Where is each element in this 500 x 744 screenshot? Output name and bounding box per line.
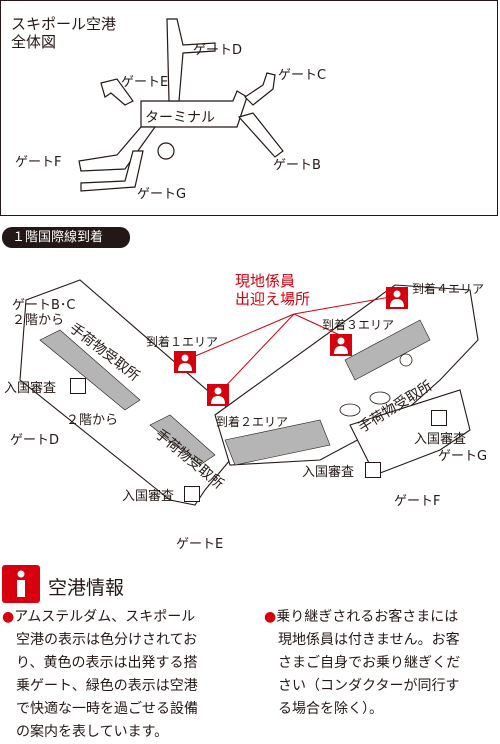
overview-terminal-outline xyxy=(78,18,284,192)
meeting-point-label: 現地係員 出迎え場所 xyxy=(235,272,311,308)
overview-gate-c-label: ゲートC xyxy=(278,68,327,83)
arrival-area-1-label: 到着１エリア xyxy=(146,335,219,349)
overview-gate-b-label: ゲートB xyxy=(273,158,321,173)
arrival-area-2-label: 到着２エリア xyxy=(216,415,289,429)
gate-g-label: ゲートG xyxy=(438,449,488,464)
immigration-icon xyxy=(70,378,86,394)
immigration-icon xyxy=(184,486,200,502)
overview-map: スキポール空港 全体図 ターミナル ゲートD ゲートE ゲートC ゲートF ゲー… xyxy=(0,0,498,216)
gate-bc-label: ゲートB･C ２階から xyxy=(12,298,76,328)
staff-person-icon xyxy=(174,351,196,373)
immigration-label: 入国審査 xyxy=(414,432,467,447)
overview-gate-f-label: ゲートF xyxy=(15,155,62,170)
immigration-icon xyxy=(365,462,381,478)
immigration-icon xyxy=(431,410,447,426)
info-icon xyxy=(2,565,40,603)
gate-f-label: ゲートF xyxy=(394,494,441,509)
floor-badge: １階国際線到着 xyxy=(2,227,130,248)
overview-gate-d-label: ゲートD xyxy=(193,43,243,58)
overview-gate-e-label: ゲートE xyxy=(121,75,169,90)
staff-person-icon xyxy=(330,334,352,356)
immigration-label: 入国審査 xyxy=(122,489,175,504)
arrival-area-3-label: 到着３エリア xyxy=(322,318,395,332)
overview-title: スキポール空港 全体図 xyxy=(11,15,117,51)
overview-gate-g-label: ゲートG xyxy=(137,187,187,202)
staff-person-icon xyxy=(386,287,408,309)
immigration-label: 入国審査 xyxy=(302,465,355,480)
immigration-label: 入国審査 xyxy=(4,381,57,396)
info-note-left: ●アムステルダム、スキポール 空港の表示は色分けされてお り、黄色の表示は出発す… xyxy=(2,609,198,740)
staff-person-icon xyxy=(207,384,229,406)
gate-e-label: ゲートE xyxy=(176,537,224,552)
arrival-area-4-label: 到着４エリア xyxy=(412,282,485,296)
gate-d-label: ゲートD xyxy=(10,433,60,448)
from-2f-label: ２階から xyxy=(66,413,119,428)
info-title: 空港情報 xyxy=(48,577,125,599)
info-note-right: ●乗り継ぎされるお客さまには 現地係員は付きません。お客 さまご自身でお乗り継ぎ… xyxy=(264,609,461,717)
overview-terminal-label: ターミナル xyxy=(145,110,215,126)
